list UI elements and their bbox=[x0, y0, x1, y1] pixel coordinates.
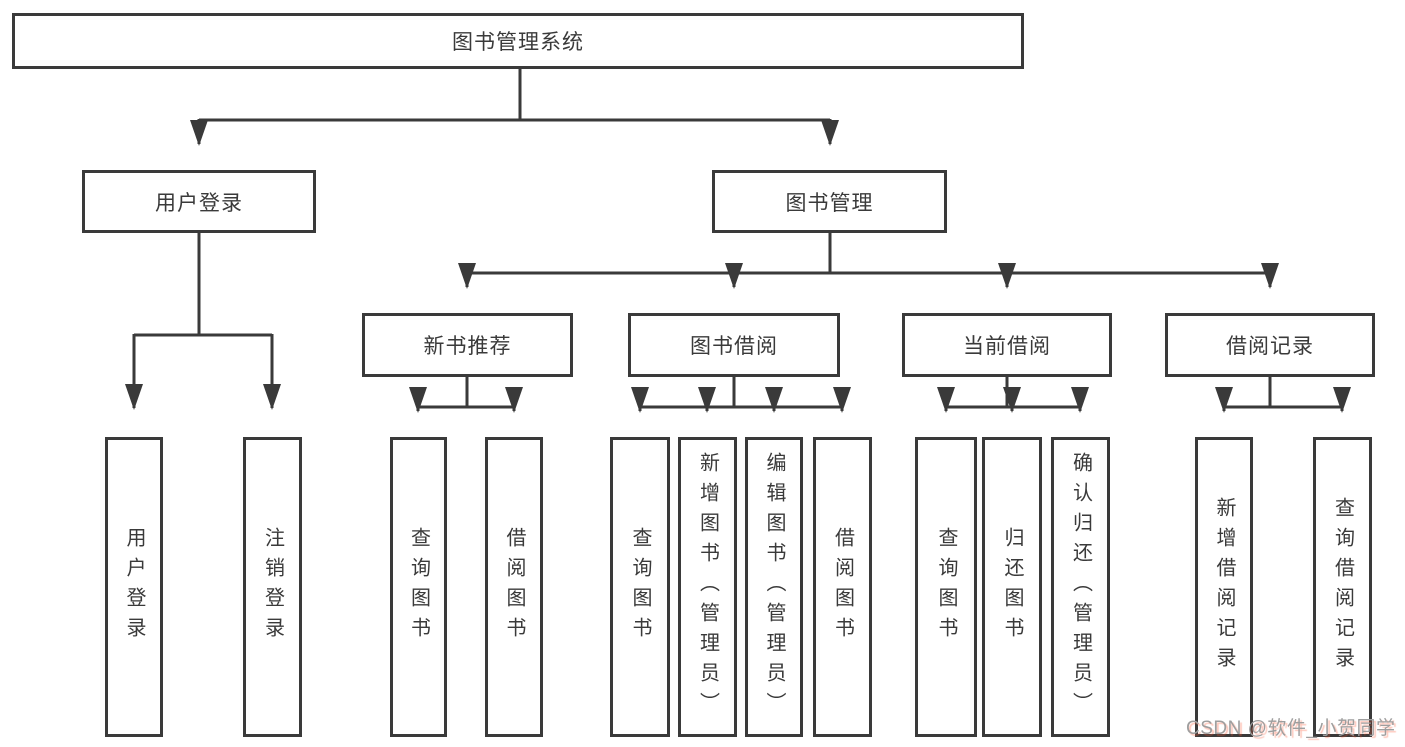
leaf-record-add-label: 新增借阅记录 bbox=[1213, 497, 1235, 677]
leaf-current-query-label: 查询图书 bbox=[935, 527, 957, 647]
leaf-record-query: 查询借阅记录 bbox=[1313, 437, 1372, 737]
leaf-current-confirm: 确认归还（管理员） bbox=[1051, 437, 1110, 737]
watermark-text: CSDN @软件_小贺同学 bbox=[1186, 718, 1396, 739]
connector-book-borrow bbox=[631, 377, 851, 413]
connector-new-book-rec bbox=[409, 377, 523, 413]
connector-book-mgmt bbox=[458, 233, 1279, 289]
leaf-newbook-query: 查询图书 bbox=[390, 437, 447, 737]
connector-current-borrow bbox=[937, 377, 1089, 413]
connector-root bbox=[190, 69, 839, 146]
connector-user-login bbox=[125, 233, 281, 410]
node-book-mgmt: 图书管理 bbox=[712, 170, 947, 233]
leaf-borrow-borrow: 借阅图书 bbox=[813, 437, 872, 737]
node-user-login: 用户登录 bbox=[82, 170, 316, 233]
leaf-current-return-label: 归还图书 bbox=[1001, 527, 1023, 647]
node-new-book-rec: 新书推荐 bbox=[362, 313, 573, 377]
leaf-borrow-query: 查询图书 bbox=[610, 437, 670, 737]
leaf-newbook-query-label: 查询图书 bbox=[407, 527, 430, 647]
leaf-borrow-edit-label: 编辑图书（管理员） bbox=[763, 452, 785, 722]
node-book-borrow: 图书借阅 bbox=[628, 313, 840, 377]
leaf-borrow-edit: 编辑图书（管理员） bbox=[745, 437, 803, 737]
leaf-borrow-borrow-label: 借阅图书 bbox=[831, 527, 854, 647]
leaf-borrow-query-label: 查询图书 bbox=[629, 527, 651, 647]
node-current-borrow-label: 当前借阅 bbox=[963, 335, 1051, 358]
node-current-borrow: 当前借阅 bbox=[902, 313, 1112, 377]
leaf-current-return: 归还图书 bbox=[982, 437, 1042, 737]
leaf-borrow-add: 新增图书（管理员） bbox=[678, 437, 737, 737]
leaf-logout-label: 注销登录 bbox=[261, 527, 284, 647]
node-root: 图书管理系统 bbox=[12, 13, 1024, 69]
leaf-user-login: 用户登录 bbox=[105, 437, 163, 737]
leaf-record-add: 新增借阅记录 bbox=[1195, 437, 1253, 737]
leaf-newbook-borrow-label: 借阅图书 bbox=[503, 527, 525, 647]
node-new-book-rec-label: 新书推荐 bbox=[423, 335, 512, 358]
node-borrow-record-label: 借阅记录 bbox=[1226, 335, 1314, 358]
node-borrow-record: 借阅记录 bbox=[1165, 313, 1375, 377]
leaf-current-query: 查询图书 bbox=[915, 437, 977, 737]
leaf-borrow-add-label: 新增图书（管理员） bbox=[696, 452, 719, 722]
node-root-label: 图书管理系统 bbox=[452, 31, 584, 54]
leaf-current-confirm-label: 确认归还（管理员） bbox=[1069, 452, 1092, 722]
node-book-borrow-label: 图书借阅 bbox=[690, 335, 778, 358]
node-book-mgmt-label: 图书管理 bbox=[785, 191, 874, 215]
connector-borrow-record bbox=[1215, 377, 1351, 413]
leaf-logout: 注销登录 bbox=[243, 437, 302, 737]
leaf-record-query-label: 查询借阅记录 bbox=[1331, 497, 1354, 677]
leaf-user-login-label: 用户登录 bbox=[123, 527, 145, 647]
leaf-newbook-borrow: 借阅图书 bbox=[485, 437, 543, 737]
node-user-login-label: 用户登录 bbox=[155, 191, 243, 215]
